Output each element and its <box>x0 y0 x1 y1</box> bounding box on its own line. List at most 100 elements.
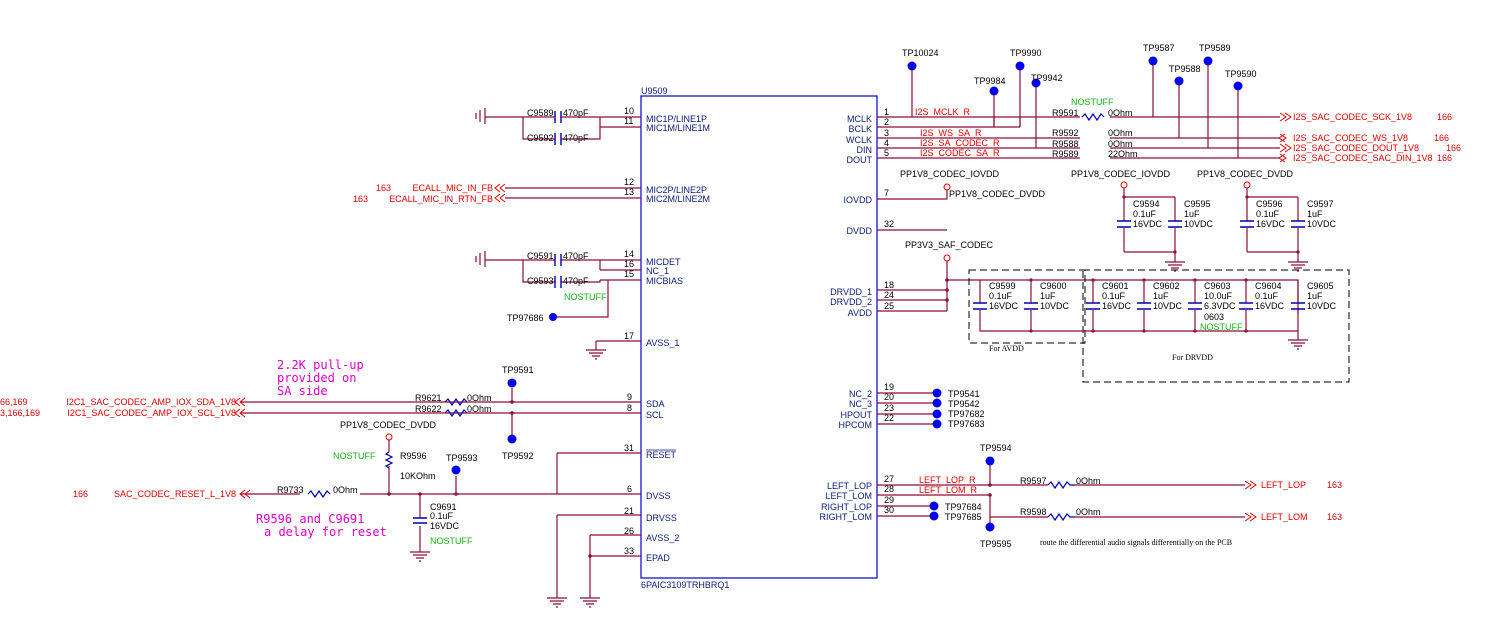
nc-testpoints: TP9541 TP9542 TP97682 TP97683 <box>877 388 985 429</box>
cap-value: 0.1uF <box>1256 209 1280 219</box>
power-section: PP1V8_CODEC_IOVDD PP1V8_CODEC_DVDD PP3V3… <box>877 169 1299 313</box>
pin-number: 14 <box>624 249 634 259</box>
tp-label: TP9990 <box>1010 48 1042 58</box>
nostuff-label: NOSTUFF <box>1200 322 1243 332</box>
res-value: 0Ohm <box>467 404 492 414</box>
cap-voltage: 6.3VDC <box>1204 301 1236 311</box>
cap-voltage: 10VDC <box>1307 219 1337 229</box>
page-ref: 166 <box>73 489 88 499</box>
drvdd-box <box>1082 269 1350 383</box>
tp-label: TP9587 <box>1143 43 1175 53</box>
res-ref: R9588 <box>1052 139 1079 149</box>
res-value: 10KOhm <box>400 471 436 481</box>
tp-label: TP9984 <box>974 76 1006 86</box>
net-label: I2S_MCLK_R <box>915 107 971 117</box>
pullup-note: 2.2K pull-up provided on SA side <box>277 358 364 398</box>
page-ref: 66,169 <box>0 397 28 407</box>
cap-value: 1uF <box>1307 209 1323 219</box>
nostuff-label: NOSTUFF <box>1071 97 1114 107</box>
pin-name: IOVDD <box>843 195 872 205</box>
tp-label: TP97683 <box>948 419 985 429</box>
page-ref: 163 <box>1327 512 1342 522</box>
decoupling-bottom: For AVDD For DRVDD C9599 0.1uF 16VDC C96… <box>968 269 1350 383</box>
tp-label: TP97686 <box>507 313 544 323</box>
pin-name: DRVDD_2 <box>830 297 872 307</box>
net-label: LEFT_LOP_R <box>919 475 976 485</box>
pin-name: LEFT_LOM <box>825 491 872 501</box>
net-label: I2S_SA_CODEC_R <box>920 138 1000 148</box>
cap-voltage: 16VDC <box>1102 301 1132 311</box>
mic-capacitors: C9589 470pF C9592 470pF C9591 470pF C959… <box>527 108 607 302</box>
testpoint-icon <box>929 511 939 521</box>
pin-name: SDA <box>646 399 665 409</box>
ground-icon <box>547 597 600 608</box>
pin-number: 33 <box>624 546 634 556</box>
power-label: PP1V8_CODEC_IOVDD <box>1071 169 1171 179</box>
tp-label: TP9591 <box>502 365 534 375</box>
pin-number: 4 <box>884 138 889 148</box>
avdd-box <box>968 269 1086 344</box>
ic-part-number: 6PAIC3109TRHBRQ1 <box>641 580 729 590</box>
box-label: For DRVDD <box>1172 353 1213 362</box>
cap-value: 470pF <box>563 108 589 118</box>
res-ref: R9596 <box>400 451 427 461</box>
cap-ref: C9595 <box>1184 199 1211 209</box>
pin-number: 16 <box>624 259 634 269</box>
pin-name: HPOUT <box>841 410 873 420</box>
pin-name: RESET <box>646 450 677 460</box>
line-outputs: TP9594 TP9595 TP97684 TP97685 LEFT_LOP_R… <box>877 443 1342 549</box>
pin-number: 27 <box>884 474 894 484</box>
cap-voltage: 16VDC <box>1256 219 1286 229</box>
res-value: 0Ohm <box>1108 108 1133 118</box>
testpoint-icon <box>507 378 517 388</box>
pin-number: 25 <box>884 301 894 311</box>
i2s-wiring <box>877 65 1280 159</box>
cap-ref: C9605 <box>1307 281 1334 291</box>
pin-name: AVDD <box>848 308 873 318</box>
nostuff-label: NOSTUFF <box>333 451 376 461</box>
net-label: I2C1_SAC_CODEC_AMP_IOX_SCL_1V8 <box>67 408 236 418</box>
power-label: PP1V8_CODEC_DVDD <box>949 189 1046 199</box>
cap-ref: C9591 <box>527 251 554 261</box>
nostuff-label: NOSTUFF <box>564 292 607 302</box>
testpoint-icon <box>549 313 557 321</box>
tp-label: TP97684 <box>945 502 982 512</box>
note-line: SA side <box>277 384 328 398</box>
res-value: 0Ohm <box>1108 139 1133 149</box>
pin-number: 31 <box>624 443 634 453</box>
ic-right-pin-numbers: 1 2 3 4 5 7 32 18 24 25 19 20 23 22 27 2… <box>884 107 894 515</box>
cap-value: 470pF <box>563 133 589 143</box>
tp-label: TP97685 <box>945 512 982 522</box>
pin-number: 22 <box>884 413 894 423</box>
pin-name: DIN <box>857 145 873 155</box>
pin-name: MCLK <box>847 114 872 124</box>
reset-section: PP1V8_CODEC_DVDD NOSTUFF R9596 10KOhm SA… <box>73 420 478 562</box>
pin-name: AVSS_2 <box>646 533 679 543</box>
decoupling-top: PP1V8_CODEC_IOVDD PP1V8_CODEC_DVDD C9594… <box>1071 169 1337 272</box>
ic-left-pin-names: MIC1P/LINE1P MIC1M/LINE1M MIC2P/LINE2P M… <box>646 114 710 563</box>
cap-ref: C9597 <box>1307 199 1334 209</box>
routing-note: route the differential audio signals dif… <box>1040 538 1232 547</box>
pin-number: 29 <box>884 495 894 505</box>
cap-ref: C9593 <box>527 276 554 286</box>
pin-number: 6 <box>627 484 632 494</box>
pin-name: BCLK <box>848 124 872 134</box>
pin-number: 20 <box>884 392 894 402</box>
testpoint-icon <box>451 465 461 475</box>
net-label: I2S_SAC_CODEC_SCK_1V8 <box>1293 112 1412 122</box>
cap-value: 1uF <box>1040 291 1056 301</box>
ground-icon <box>586 349 606 360</box>
cap-value: 1uF <box>1307 291 1323 301</box>
res-ref: R9589 <box>1052 149 1079 159</box>
ecall-nets: ECALL_MIC_IN_FB 163 ECALL_MIC_IN_RTN_FB … <box>353 183 506 204</box>
i2c-section: I2C1_SAC_CODEC_AMP_IOX_SDA_1V8 66,169 I2… <box>0 365 534 461</box>
net-label: I2C1_SAC_CODEC_AMP_IOX_SDA_1V8 <box>66 397 236 407</box>
cap-voltage: 16VDC <box>989 301 1019 311</box>
testpoint-icon <box>932 388 942 398</box>
power-label: PP1V8_CODEC_IOVDD <box>900 169 1000 179</box>
testpoint-icon <box>1233 81 1243 91</box>
pin-number: 17 <box>624 331 634 341</box>
page-ref: 166 <box>1437 112 1452 122</box>
note-line: 2.2K pull-up <box>277 358 364 372</box>
